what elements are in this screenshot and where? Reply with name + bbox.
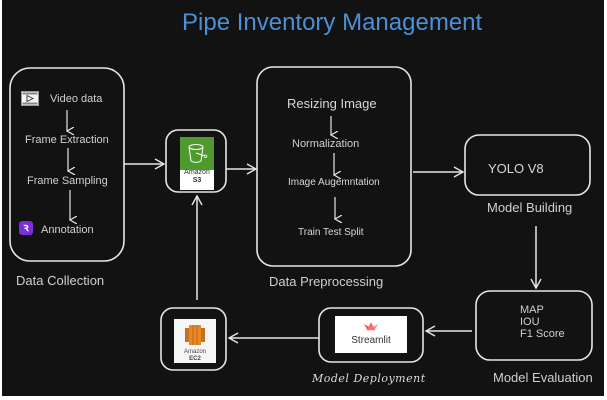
metric-f1-score: F1 Score (520, 328, 565, 340)
streamlit-crown-icon (364, 322, 378, 331)
annotation-tool-icon: ꝛ (19, 221, 33, 235)
diagram-title: Pipe Inventory Management (182, 9, 483, 36)
ec2-label-line1: Amazon (183, 349, 206, 355)
ec2-box (160, 307, 227, 371)
ec2-label-line2: EC2 (189, 356, 201, 362)
stage-label-model-deployment: Model Deployment (312, 372, 426, 385)
model-building-box (464, 134, 591, 196)
stage-label-data-preprocessing: Data Preprocessing (269, 274, 384, 289)
streamlit-logo-icon: Streamlit (335, 316, 407, 353)
metric-map: MAP (520, 304, 544, 316)
amazon-s3-bucket-icon: Amazon S3 (180, 137, 214, 190)
s3-label-line1: Amazon (184, 169, 210, 176)
video-file-icon (21, 91, 39, 106)
s3-box (165, 129, 227, 193)
step-video-data: Video data (50, 93, 103, 105)
step-resizing-image: Resizing Image (287, 96, 377, 111)
step-frame-sampling: Frame Sampling (27, 175, 108, 187)
stage-label-model-evaluation: Model Evaluation (493, 370, 593, 385)
step-normalization: Normalization (292, 138, 360, 150)
model-yolo-v8: YOLO V8 (488, 161, 544, 176)
stage-label-data-collection: Data Collection (16, 273, 105, 288)
step-train-test-split: Train Test Split (298, 227, 364, 238)
stage-label-model-building: Model Building (487, 200, 573, 215)
model-evaluation-box (475, 290, 593, 361)
model-deployment-box (318, 307, 424, 363)
step-frame-extraction: Frame Extraction (25, 134, 109, 146)
amazon-ec2-icon: Amazon EC2 (174, 319, 216, 363)
s3-label-line2: S3 (192, 177, 202, 184)
step-image-augmentation: Image Augemntation (288, 177, 380, 188)
metric-iou: IOU (520, 316, 540, 328)
step-annotation: Annotation (41, 224, 94, 236)
streamlit-label: Streamlit (351, 335, 391, 346)
